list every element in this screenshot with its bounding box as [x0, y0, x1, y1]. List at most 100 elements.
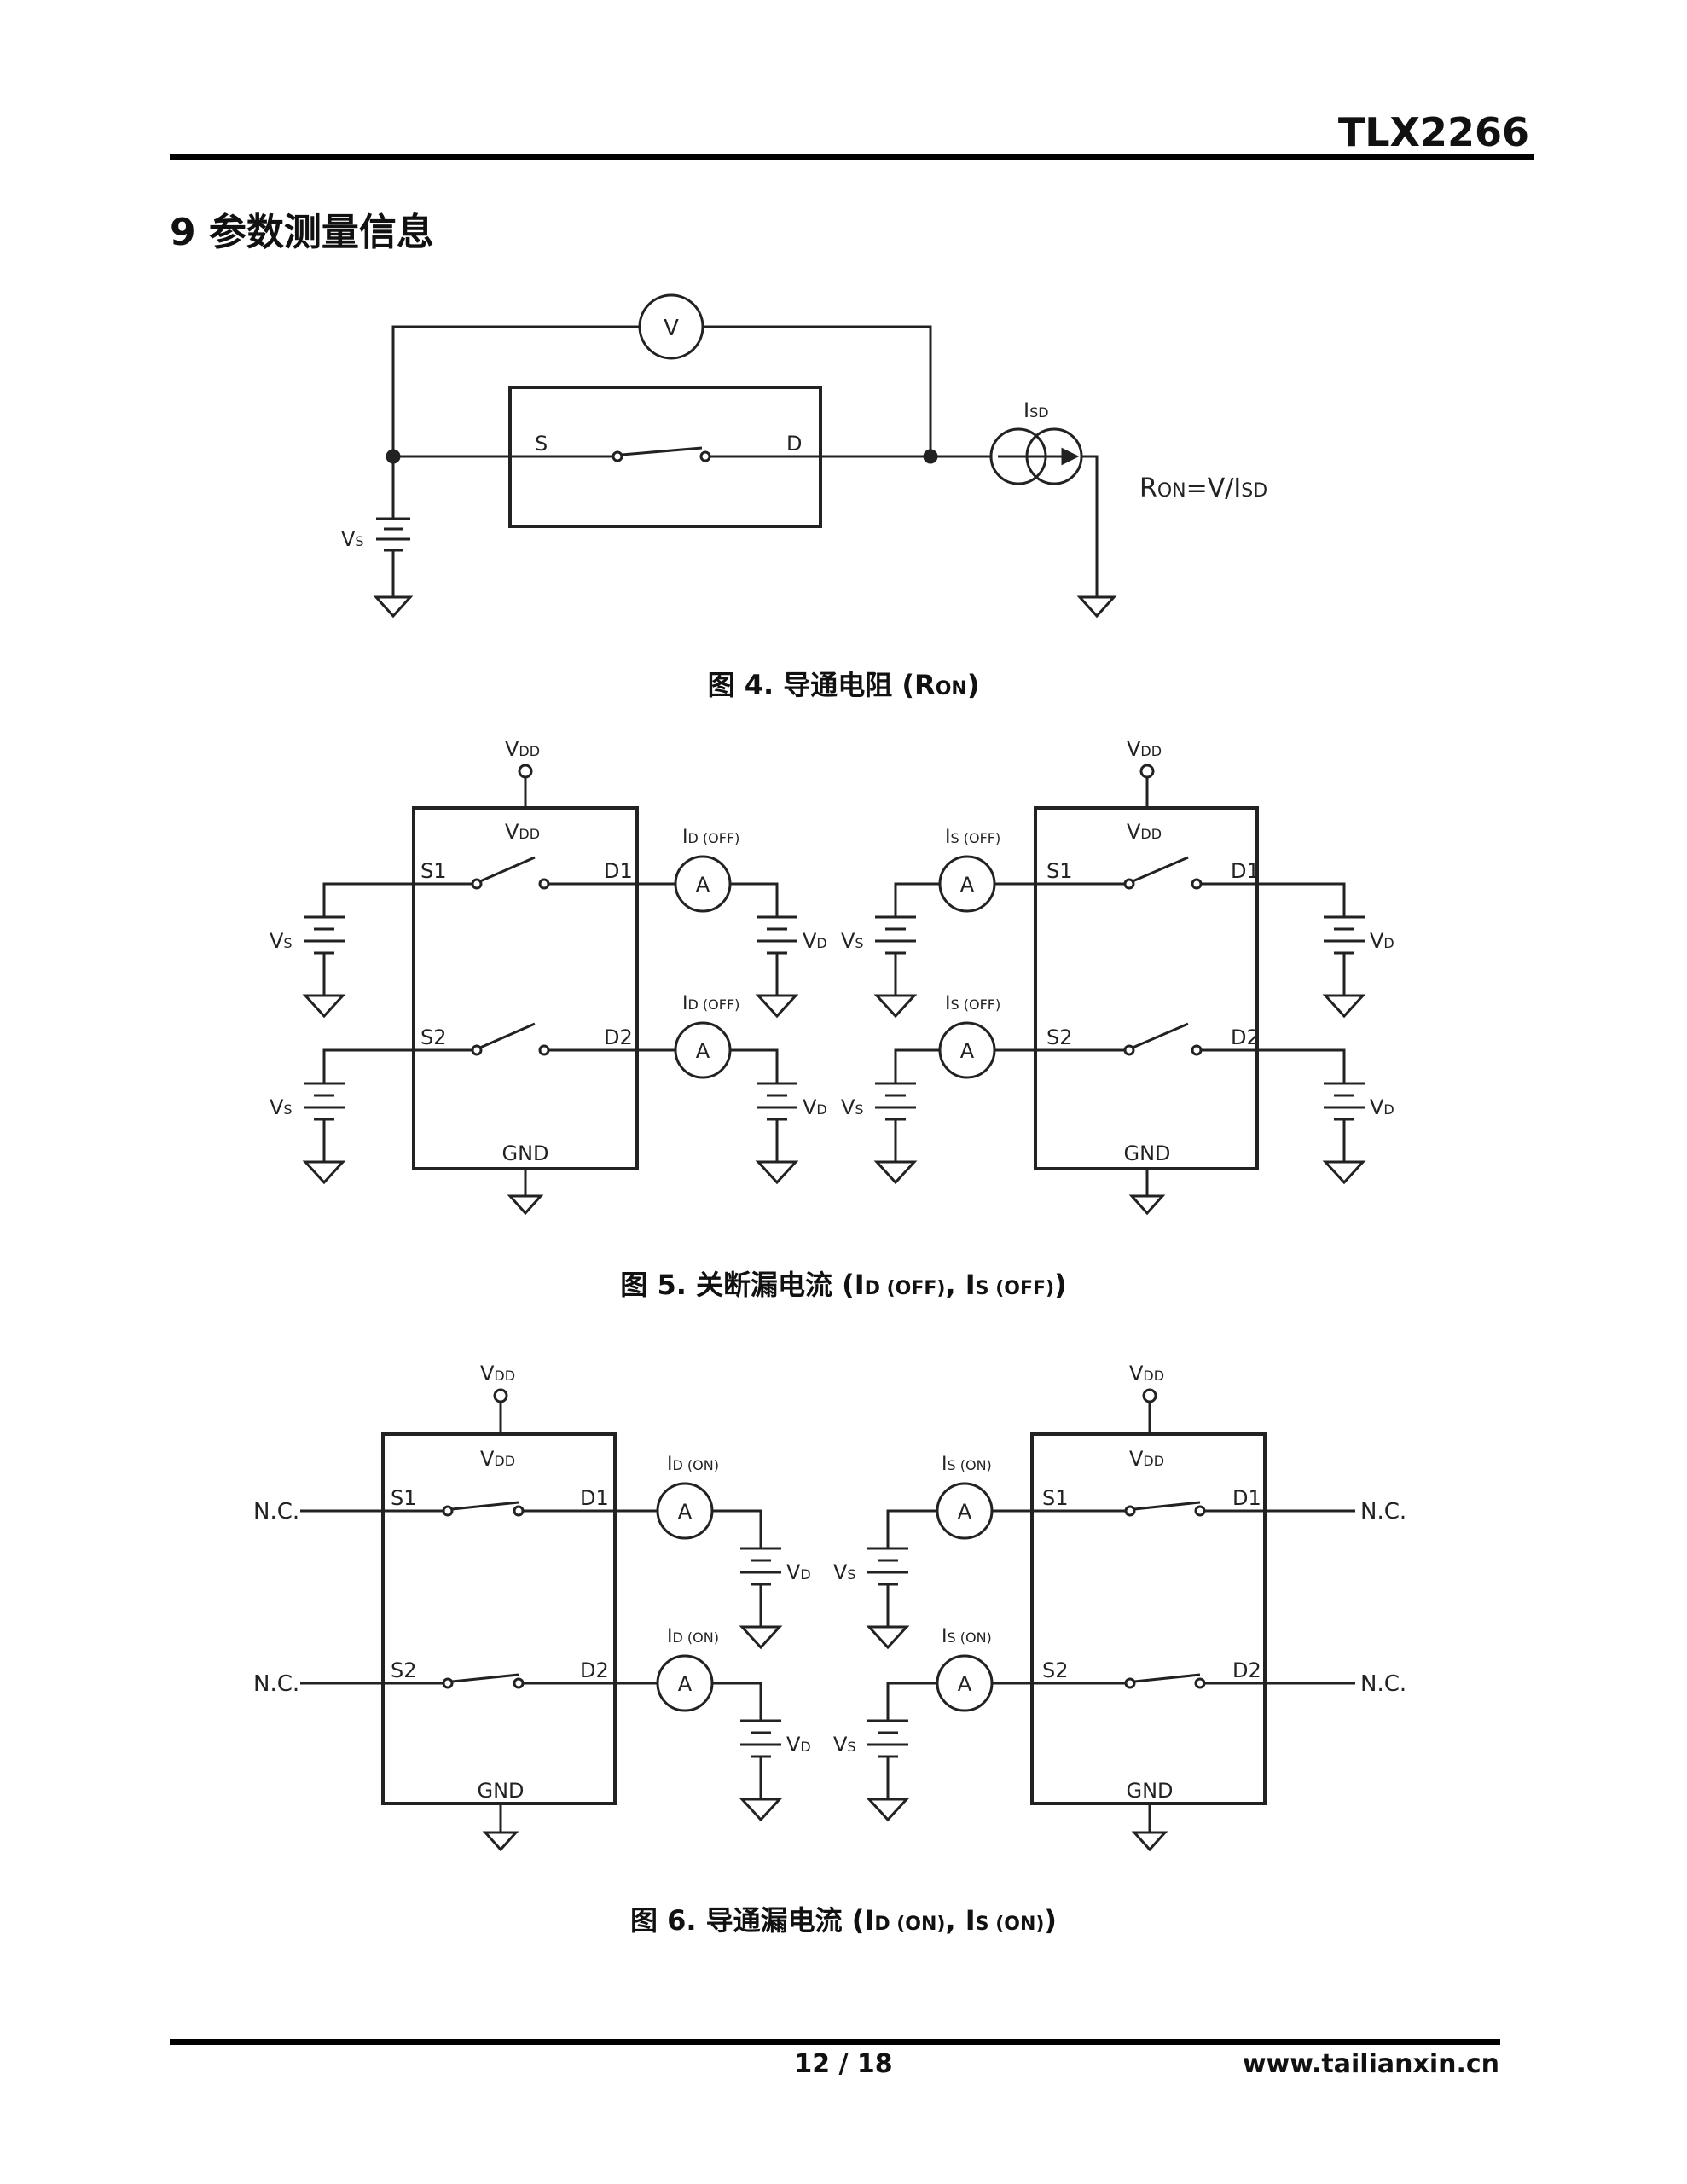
vd-label: VD: [803, 929, 827, 953]
switch-contact: [1123, 1044, 1135, 1056]
nc-label: N.C.: [1360, 1499, 1406, 1525]
s1-pin-label: S1: [1042, 1486, 1069, 1510]
id-off-label: ID (OFF): [682, 993, 739, 1014]
vd-label: VD: [1370, 1095, 1394, 1119]
vdd-pin-label: VDD: [505, 820, 540, 844]
current-arrow-head: [1061, 447, 1080, 466]
vd-wire: [730, 882, 779, 917]
ammeter-label: A: [678, 1500, 693, 1524]
junction-dot-right: [923, 449, 938, 464]
ground-icon: [866, 1798, 910, 1822]
d1-wire: [1201, 882, 1346, 917]
switch-contact: [1124, 1505, 1136, 1517]
vs-label: VS: [841, 1095, 864, 1119]
vs-label: VS: [341, 527, 364, 551]
is-on-label: IS (ON): [942, 1454, 992, 1475]
ground-icon: [739, 1625, 783, 1650]
vs-label: VS: [270, 1095, 293, 1119]
ground-icon: [1322, 994, 1366, 1019]
ron-formula: RON=V/ISD: [1139, 473, 1267, 503]
ground-icon: [755, 994, 799, 1019]
section-title: 9 参数测量信息: [170, 211, 434, 254]
vdd-terminal-label: VDD: [1129, 1362, 1164, 1385]
ground-icon: [482, 1831, 519, 1852]
ground-icon: [507, 1194, 544, 1216]
id-on-label: ID (ON): [667, 1454, 719, 1475]
header-rule: [170, 154, 1534, 160]
is-off-label: IS (OFF): [945, 993, 1000, 1014]
s1-pin-label: S1: [1046, 859, 1073, 883]
vd-wire: [712, 1682, 762, 1721]
switch-contact: [538, 1044, 550, 1056]
s2-pin-label: S2: [1042, 1658, 1069, 1682]
voltmeter-wire-right: [703, 325, 932, 456]
switch-contact: [471, 878, 483, 890]
s2-pin-label: S2: [391, 1658, 417, 1682]
switch-blade-open: [479, 856, 536, 883]
s1-wire: [322, 882, 472, 917]
d1-pin-label: D1: [580, 1486, 609, 1510]
s1-pin-label: S1: [420, 859, 447, 883]
ground-icon: [373, 595, 414, 619]
ammeter-label: A: [678, 1672, 693, 1696]
switch-contact: [1191, 878, 1203, 890]
switch-contact: [471, 1044, 483, 1056]
figure-4-ron-circuit: V S D ISD RON=V/ISD VS: [341, 293, 1267, 619]
switch-contact: [612, 450, 623, 462]
ground-icon: [302, 994, 346, 1019]
nc-label: N.C.: [253, 1671, 299, 1697]
vdd-terminal-label: VDD: [505, 737, 540, 761]
drain-pin-label: D: [786, 432, 802, 456]
gnd-pin-label: GND: [501, 1141, 548, 1165]
ground-icon: [1076, 595, 1117, 619]
figure-5-id-off-circuit: VDD VDD S1 D1 S2 D2 GND A ID (OFF) A ID …: [322, 737, 779, 1216]
source-pin-label: S: [535, 432, 548, 456]
website-link[interactable]: www.tailianxin.cn: [1242, 2049, 1499, 2079]
switch-blade-open: [1132, 1022, 1189, 1049]
ammeter-label: A: [958, 1672, 972, 1696]
ammeter-label: A: [960, 1039, 975, 1063]
id-off-label: ID (OFF): [682, 827, 739, 848]
switch-contact: [513, 1677, 525, 1689]
vdd-terminal: [493, 1388, 508, 1403]
vdd-terminal: [518, 764, 533, 779]
s2-wire: [322, 1048, 472, 1083]
voltmeter-label: V: [664, 316, 679, 341]
switch-blade: [621, 446, 703, 456]
vdd-pin-label: VDD: [1129, 1447, 1164, 1471]
page-number: 12 / 18: [794, 2049, 893, 2079]
figure-6-is-on-circuit: VDD VDD S1 D1 S2 D2 GND A IS (ON) N.C. A…: [886, 1362, 1406, 1852]
isd-label: ISD: [1023, 398, 1049, 422]
vdd-pin-label: VDD: [480, 1447, 515, 1471]
switch-contact: [1124, 1677, 1136, 1689]
vs-label: VS: [833, 1733, 856, 1757]
switch-blade-open: [1132, 856, 1189, 883]
switch-contact: [1194, 1677, 1206, 1689]
voltmeter-wire: [391, 325, 640, 456]
gnd-pin-label: GND: [477, 1779, 524, 1803]
vdd-terminal: [1139, 764, 1155, 779]
switch-blade-closed: [451, 1673, 519, 1683]
figure-4-caption: 图 4. 导通电阻 (RON): [707, 669, 980, 701]
d2-pin-label: D2: [580, 1658, 609, 1682]
switch-blade-closed: [1133, 1673, 1201, 1683]
nc-label: N.C.: [253, 1499, 299, 1525]
vs-wire: [886, 1509, 937, 1548]
d2-pin-label: D2: [604, 1025, 633, 1049]
vs-wire: [886, 1682, 937, 1721]
ground-icon: [866, 1625, 910, 1650]
vd-label: VD: [1370, 929, 1394, 953]
switch-contact: [513, 1505, 525, 1517]
switch-contact: [1194, 1505, 1206, 1517]
switch-contact: [699, 450, 711, 462]
ammeter-label: A: [696, 873, 710, 897]
ground-icon: [755, 1160, 799, 1185]
vdd-terminal-label: VDD: [480, 1362, 515, 1385]
vs-label: VS: [270, 929, 293, 953]
vdd-terminal-label: VDD: [1127, 737, 1162, 761]
return-wire: [1081, 455, 1099, 597]
ground-icon: [739, 1798, 783, 1822]
switch-contact: [442, 1677, 454, 1689]
